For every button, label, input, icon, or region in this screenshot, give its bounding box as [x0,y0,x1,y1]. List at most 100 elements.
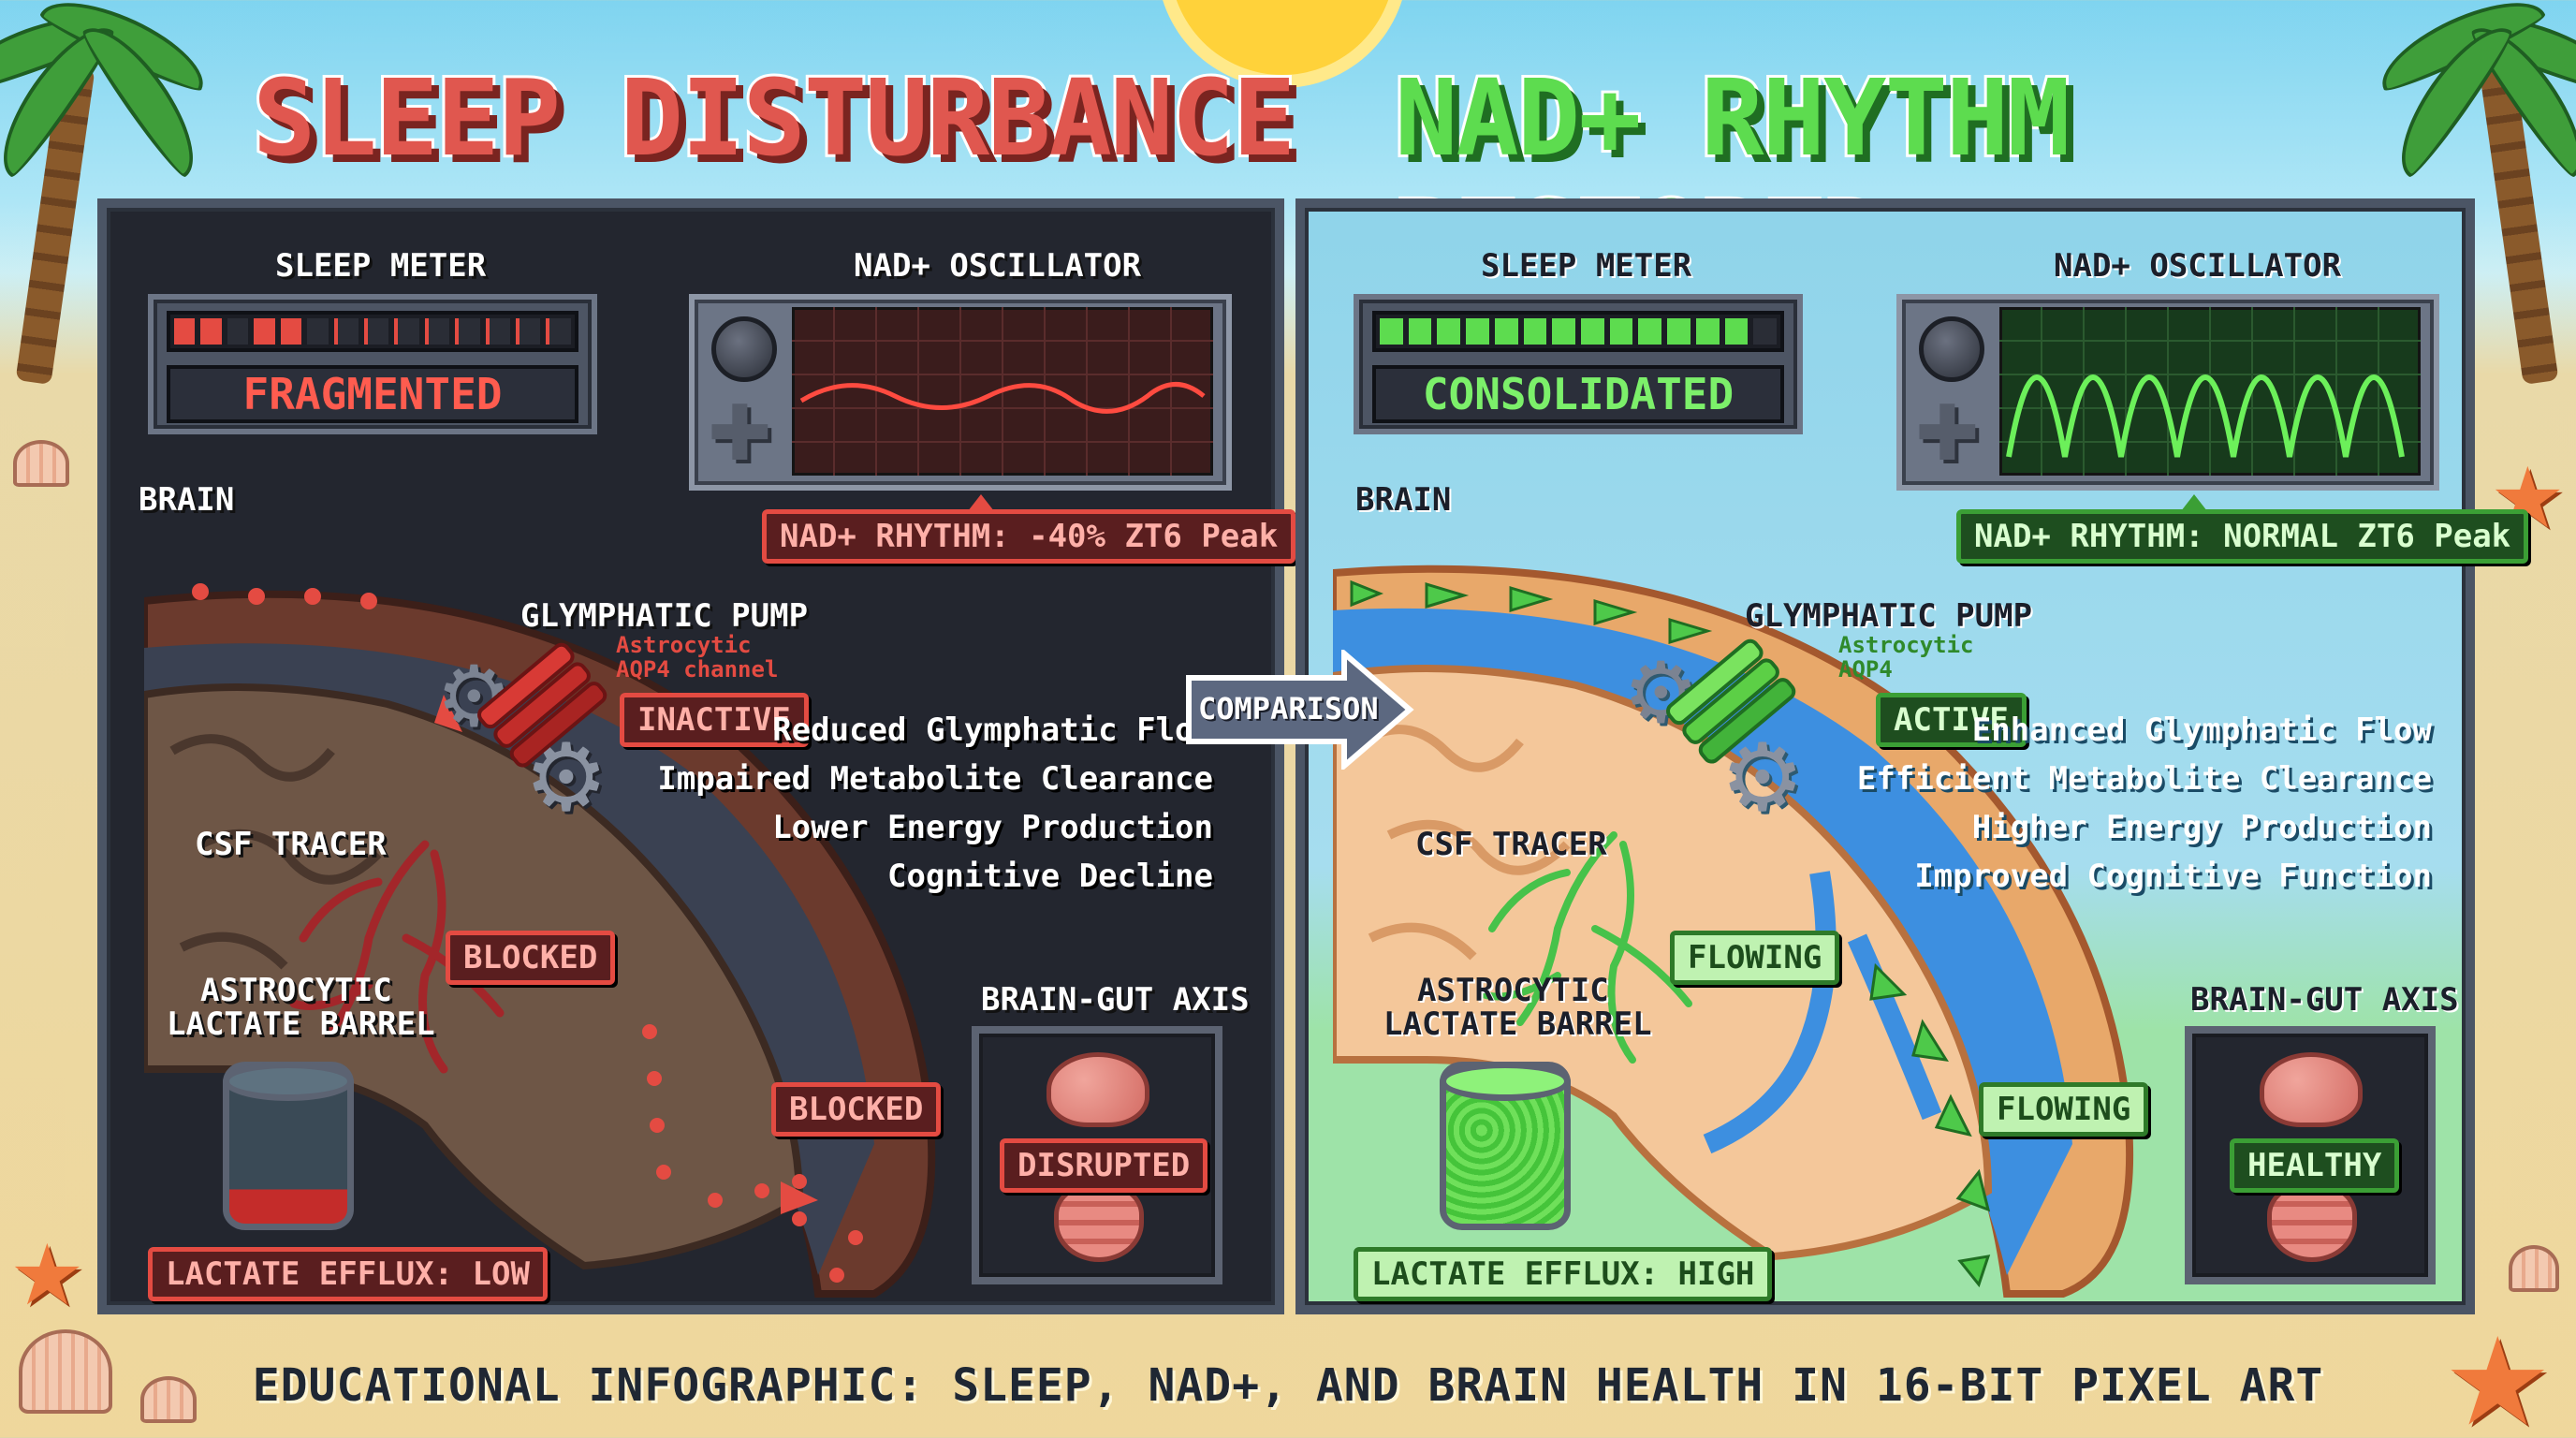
left-panel-sleep-disturbance: ⚙ ⚙ SLEEP METER FRAGMENTED NAD+ OSCILLAT… [97,198,1296,1314]
knob-icon[interactable] [711,316,777,382]
dpad-icon[interactable]: ✚ [1915,389,1980,478]
meter-segment [1581,318,1604,345]
brain-label: BRAIN [1355,481,1452,519]
flow-status-blocked-1: BLOCKED [446,931,616,985]
pump-status-inactive: INACTIVE [620,693,809,747]
lactate-efflux-tag: LACTATE EFFLUX: LOW [148,1247,548,1301]
starfish-icon: ★ [9,1226,85,1325]
gut-icon [2267,1183,2357,1262]
arrow-right-icon [1186,650,1414,770]
footer-caption: EDUCATIONAL INFOGRAPHIC: SLEEP, NAD+, AN… [252,1359,2324,1412]
sleep-meter-status: CONSOLIDATED [1372,365,1784,423]
aqp4-channel-icon [477,642,607,768]
meter-segment [516,318,541,345]
meter-segment [394,318,419,345]
meter-segment [1380,318,1403,345]
lactate-barrel-label-1: ASTROCYTIC [1417,972,1609,1009]
effect-2: Impaired Metabolite Clearance [657,760,1213,798]
meter-segment [333,318,359,345]
nad-oscillator-label: NAD+ OSCILLATOR [2054,247,2342,285]
nad-oscillator-right: ✚ [1896,294,2439,491]
gut-status-healthy: HEALTHY [2230,1138,2400,1193]
nad-rhythm-tag: NAD+ RHYTHM: -40% ZT6 Peak [762,509,1296,564]
right-panel-nad-restored: ⚙ ⚙ SLEEP METER CONSOLIDATED NAD+ OSCILL… [1295,198,2529,1314]
meter-segment [1724,318,1749,345]
effect-4: Improved Cognitive Function [1914,858,2432,895]
starfish-icon: ★ [2443,1311,2553,1438]
oscilloscope-screen [792,307,1213,476]
meter-segment [1523,318,1547,345]
sleep-meter-bar [1372,311,1784,352]
seashell-icon [13,440,69,487]
meter-segment [546,318,571,345]
pump-sub-label-1: Astrocytic [1838,632,1974,658]
oscilloscope-screen [1999,307,2421,476]
meter-segment [280,318,302,345]
pump-sub-label-2: AQP4 [1838,656,1893,682]
meter-segment [1667,318,1690,345]
lactate-barrel-label-1: ASTROCYTIC [200,972,392,1009]
flow-status-flowing-1: FLOWING [1670,931,1840,985]
sleep-meter-label: SLEEP METER [1481,247,1692,285]
csf-tracer-label: CSF TRACER [1415,826,1607,863]
nad-oscillator-left: ✚ [689,294,1232,491]
flow-status-blocked-2: BLOCKED [771,1082,942,1137]
effect-3: Higher Energy Production [1971,809,2432,846]
sleep-meter-consolidated: CONSOLIDATED [1354,294,1803,434]
sleep-meter-bar [167,311,578,352]
meter-segment [227,318,249,345]
meter-segment [174,318,196,345]
glymphatic-pump-label: GLYMPHATIC PUMP [1745,597,2033,635]
meter-segment [424,318,450,345]
nad-rhythm-tag: NAD+ RHYTHM: NORMAL ZT6 Peak [1956,509,2529,564]
meter-segment [1408,318,1432,345]
meter-segment [254,318,275,345]
pump-sub-label-1: Astrocytic [616,632,752,658]
title-sleep-disturbance: SLEEP DISTURBANCE [250,55,1298,183]
lactate-barrel-high [1440,1062,1571,1230]
effect-1: Enhanced Glymphatic Flow [1971,712,2432,749]
knob-icon[interactable] [1919,316,1984,382]
lactate-barrel-low [223,1062,354,1230]
glymphatic-pump-label: GLYMPHATIC PUMP [520,597,809,635]
effect-1: Reduced Glymphatic Flow [772,712,1213,749]
effect-2: Efficient Metabolite Clearance [1856,760,2432,798]
gut-status-disrupted: DISRUPTED [1000,1138,1208,1193]
sleep-meter-status: FRAGMENTED [167,365,578,423]
comparison-arrow: COMPARISON [1185,650,1415,770]
lactate-barrel-label-2: LACTATE BARREL [167,1005,435,1043]
meter-segment [1609,318,1633,345]
effect-3: Lower Energy Production [772,809,1213,846]
dpad-icon[interactable]: ✚ [708,389,772,478]
sleep-meter-fragmented: FRAGMENTED [148,294,597,434]
nad-oscillator-label: NAD+ OSCILLATOR [854,247,1142,285]
brain-label: BRAIN [139,481,235,519]
pump-status-active: ACTIVE [1876,693,2027,747]
lactate-barrel-label-2: LACTATE BARREL [1383,1005,1652,1043]
rhythm-pointer [2181,494,2207,511]
seashell-icon [2509,1245,2559,1292]
meter-segment [200,318,222,345]
meter-segment [1753,318,1778,345]
sleep-meter-label: SLEEP METER [275,247,487,285]
gut-icon [1054,1183,1144,1262]
csf-tracer-label: CSF TRACER [195,826,387,863]
brain-gut-axis-box: DISRUPTED [972,1026,1222,1284]
meter-segment [307,318,329,345]
brain-icon [1046,1052,1149,1127]
meter-segment [485,318,511,345]
meter-segment [1638,318,1662,345]
comparison-label: COMPARISON [1198,691,1379,726]
brain-gut-axis-label: BRAIN-GUT AXIS [2190,981,2459,1019]
meter-segment [1494,318,1518,345]
seashell-icon [19,1329,112,1414]
brain-gut-axis-box: HEALTHY [2185,1026,2436,1284]
meter-segment [1466,318,1489,345]
meter-segment [1695,318,1720,345]
flow-status-flowing-2: FLOWING [1979,1082,2149,1137]
meter-segment [1437,318,1461,345]
meter-segment [1552,318,1576,345]
brain-icon [2260,1052,2363,1127]
seashell-icon [140,1376,197,1423]
meter-segment [455,318,480,345]
